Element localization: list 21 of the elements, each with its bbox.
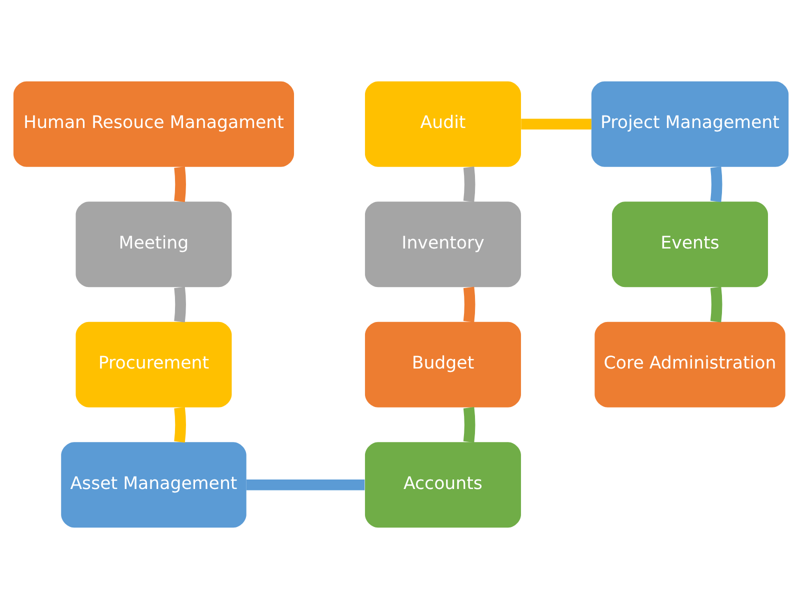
node-box: Procurement <box>75 322 232 408</box>
node-box: Accounts <box>364 442 520 528</box>
connector <box>462 286 475 322</box>
connector <box>462 166 475 202</box>
connector <box>520 118 591 130</box>
connector <box>246 479 364 490</box>
node-box: Audit <box>364 81 520 167</box>
connector <box>710 166 722 202</box>
node-box: Budget <box>364 322 520 408</box>
connector <box>710 286 722 322</box>
connector <box>174 286 186 322</box>
connector <box>174 407 186 443</box>
node-box: Human Resouce Managament <box>12 81 294 167</box>
node-box: Meeting <box>75 202 232 288</box>
connector <box>462 407 475 443</box>
node-box: Events <box>611 202 768 288</box>
connector <box>174 166 186 202</box>
node-box: Inventory <box>364 202 520 288</box>
node-box: Asset Management <box>60 442 246 528</box>
node-box: Project Management <box>590 81 788 167</box>
node-box: Core Administration <box>594 322 785 408</box>
